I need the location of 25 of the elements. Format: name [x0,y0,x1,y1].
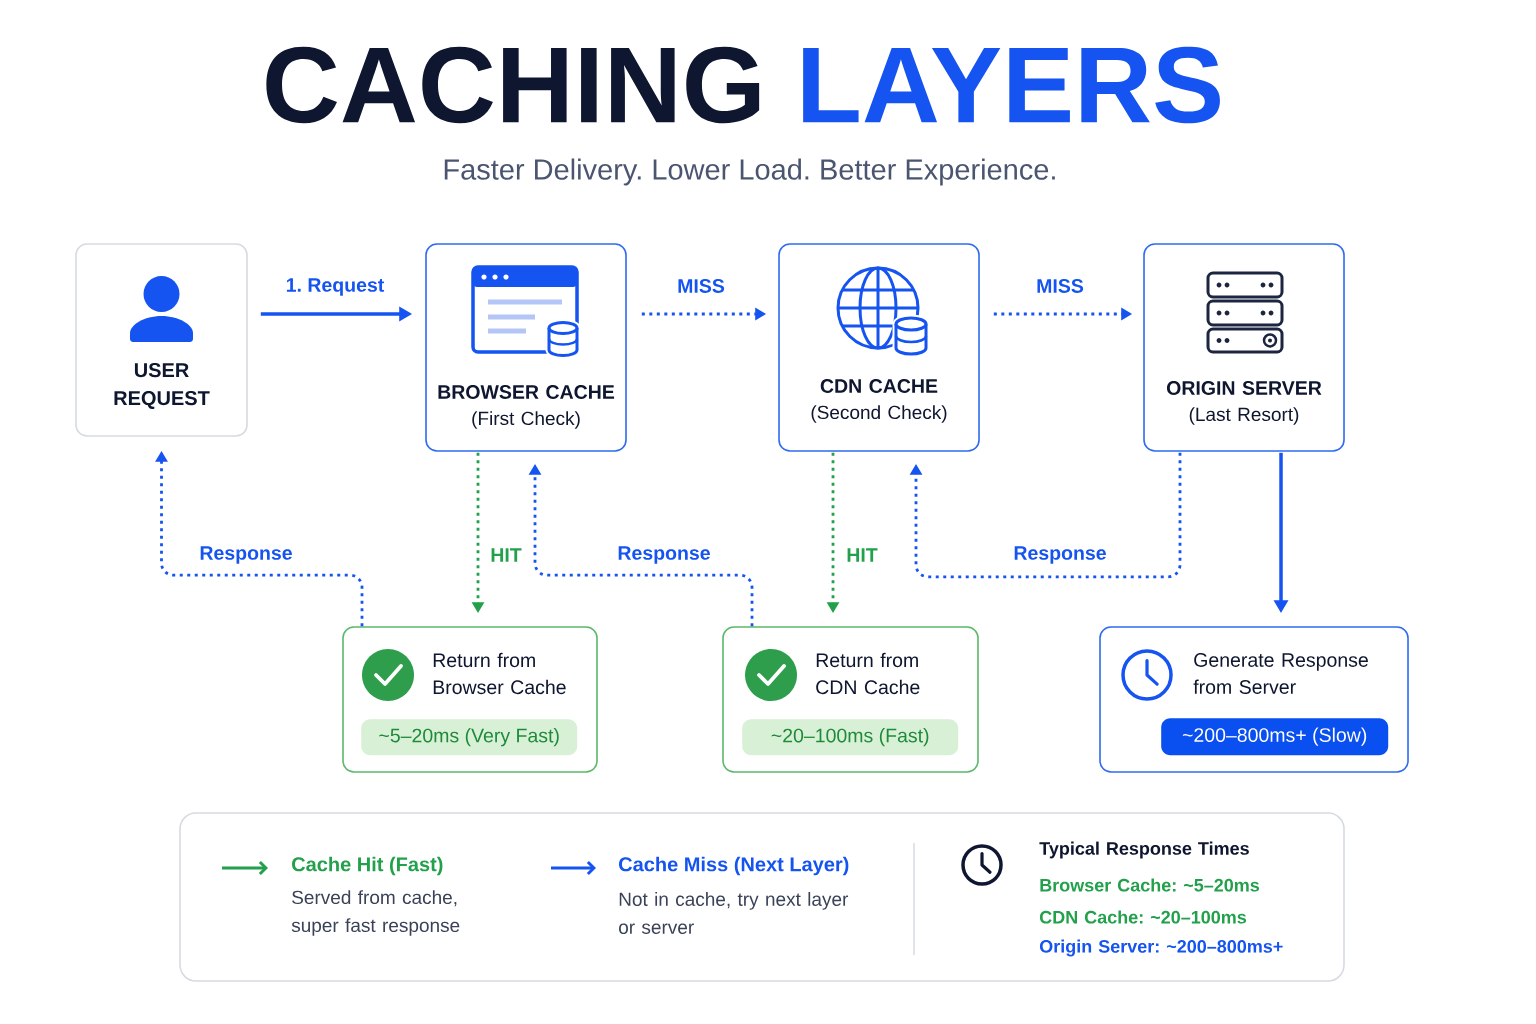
edge-label: MISS [675,277,727,295]
title: CACHING LAYERS [266,46,1220,124]
time-badge: ~5–20ms (Very Fast) [361,719,578,756]
response-time-line: Origin Server: ~200–800ms+ [1039,939,1283,957]
edge-label: HIT [488,546,524,564]
response-time-line: CDN Cache: ~20–100ms [1039,910,1247,924]
edge-label: MISS [1034,277,1086,295]
layer-box: ORIGIN SERVER (Last Resort) [1143,243,1345,452]
time-badge: ~20–100ms (Fast) [742,719,959,756]
user-box: USER REQUEST [75,243,248,437]
time-badge: ~200–800ms+ (Slow) [1161,718,1389,756]
legend-label: Cache Hit (Fast) [292,856,443,876]
edge-label: Response [615,544,713,566]
layer-box: CDN CACHE (Second Check) [778,243,980,452]
legend-description: Served from cache, super fast response [291,890,460,936]
dashed-arrow [909,452,1182,579]
edge-label: Response [1011,544,1109,566]
legend-heading: Typical Response Times [1039,841,1249,859]
response-time-line: Browser Cache: ~5–20ms [1040,878,1260,892]
edge-label: HIT [844,546,880,564]
legend-label: Cache Miss (Next Layer) [619,856,849,876]
subtitle: Faster Delivery. Lower Load. Better Experience. [444,158,1055,186]
legend-description: Not in cache, try next layer or server [619,892,849,934]
edge-label: Response [197,544,295,566]
edge-label: 1. Request [283,276,387,298]
